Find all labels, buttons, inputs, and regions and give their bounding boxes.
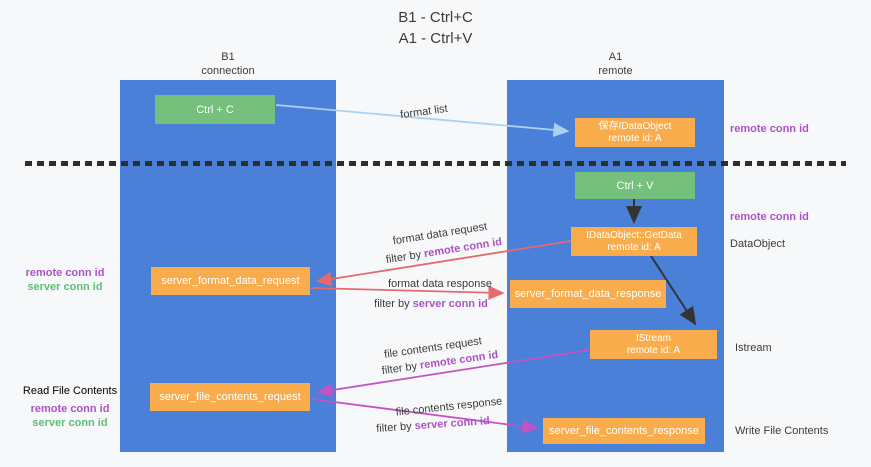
server-format-data-request-label: server_format_data_request — [161, 275, 300, 287]
right-column-subtitle: remote — [598, 65, 633, 77]
format-list-label: format list — [399, 102, 449, 122]
server-conn-id-text: server conn id — [412, 298, 488, 310]
format-data-response-label: format data response — [388, 278, 492, 290]
read-file-contents-label: Read File Contents — [22, 385, 118, 397]
dataobject-label: DataObject — [730, 238, 786, 250]
remote-conn-id-label-top: remote conn id — [730, 123, 809, 135]
filter-by-text: filter by — [375, 420, 416, 435]
title-line-2: A1 - Ctrl+V — [398, 30, 473, 47]
bottom-left-server-conn-id-label: server conn id — [32, 417, 108, 429]
idataobject-getdata-box: IDataObject::GetData remote id: A — [571, 227, 697, 256]
write-file-contents-label: Write File Contents — [735, 425, 829, 437]
server-format-data-response-label: server_format_data_response — [514, 288, 662, 300]
left-column-name: B1 — [221, 51, 235, 63]
save-idataobject-box: 保存IDataObject remote id: A — [575, 118, 695, 147]
filter-by-text: filter by — [381, 359, 421, 378]
istream-side-label: Istream — [735, 342, 772, 354]
server-file-contents-response-box: server_file_contents_response — [543, 418, 705, 444]
right-column-name: A1 — [608, 51, 623, 63]
getdata-line1: IDataObject::GetData — [586, 229, 682, 241]
file-response-filter-label: filter by server conn id — [376, 415, 490, 435]
filter-by-text: filter by — [374, 298, 413, 310]
ctrl-v-label: Ctrl + V — [616, 179, 654, 192]
getdata-line2: remote id: A — [607, 241, 661, 253]
save-idataobject-line1: 保存IDataObject — [598, 120, 672, 132]
bottom-left-remote-conn-id-label: remote conn id — [30, 403, 110, 415]
server-file-contents-request-box: server_file_contents_request — [150, 383, 310, 411]
save-idataobject-line2: remote id: A — [608, 132, 662, 144]
title-line-1: B1 - Ctrl+C — [398, 9, 473, 26]
ctrl-v-box: Ctrl + V — [575, 172, 695, 199]
format-response-filter-label: filter by server conn id — [374, 298, 488, 310]
dashed-divider-line — [25, 161, 846, 166]
read-file-contents-labels: Read File Contents remote conn id server… — [15, 384, 125, 430]
ctrl-c-box: Ctrl + C — [155, 95, 275, 124]
server-file-contents-response-label: server_file_contents_response — [549, 425, 699, 437]
filter-by-text: filter by — [385, 248, 426, 267]
diagram-title: B1 - Ctrl+C A1 - Ctrl+V — [0, 7, 871, 49]
left-conn-id-labels: remote conn id server conn id — [15, 266, 115, 294]
server-format-data-request-box: server_format_data_request — [151, 267, 310, 295]
istream-line2: remote id: A — [626, 344, 681, 356]
server-conn-id-text: server conn id — [414, 415, 491, 433]
left-column-header: B1 connection — [120, 50, 336, 78]
remote-conn-id-label-mid: remote conn id — [730, 211, 809, 223]
ctrl-c-label: Ctrl + C — [196, 103, 234, 116]
server-format-data-response-box: server_format_data_response — [510, 280, 666, 308]
right-column-header: A1 remote — [507, 50, 724, 78]
istream-box: IStream remote id: A — [590, 330, 717, 359]
left-column-subtitle: connection — [201, 65, 255, 77]
left-server-conn-id-label: server conn id — [27, 281, 103, 293]
istream-line1: IStream — [635, 332, 671, 344]
server-file-contents-request-label: server_file_contents_request — [159, 391, 301, 403]
left-remote-conn-id-label: remote conn id — [25, 267, 105, 279]
